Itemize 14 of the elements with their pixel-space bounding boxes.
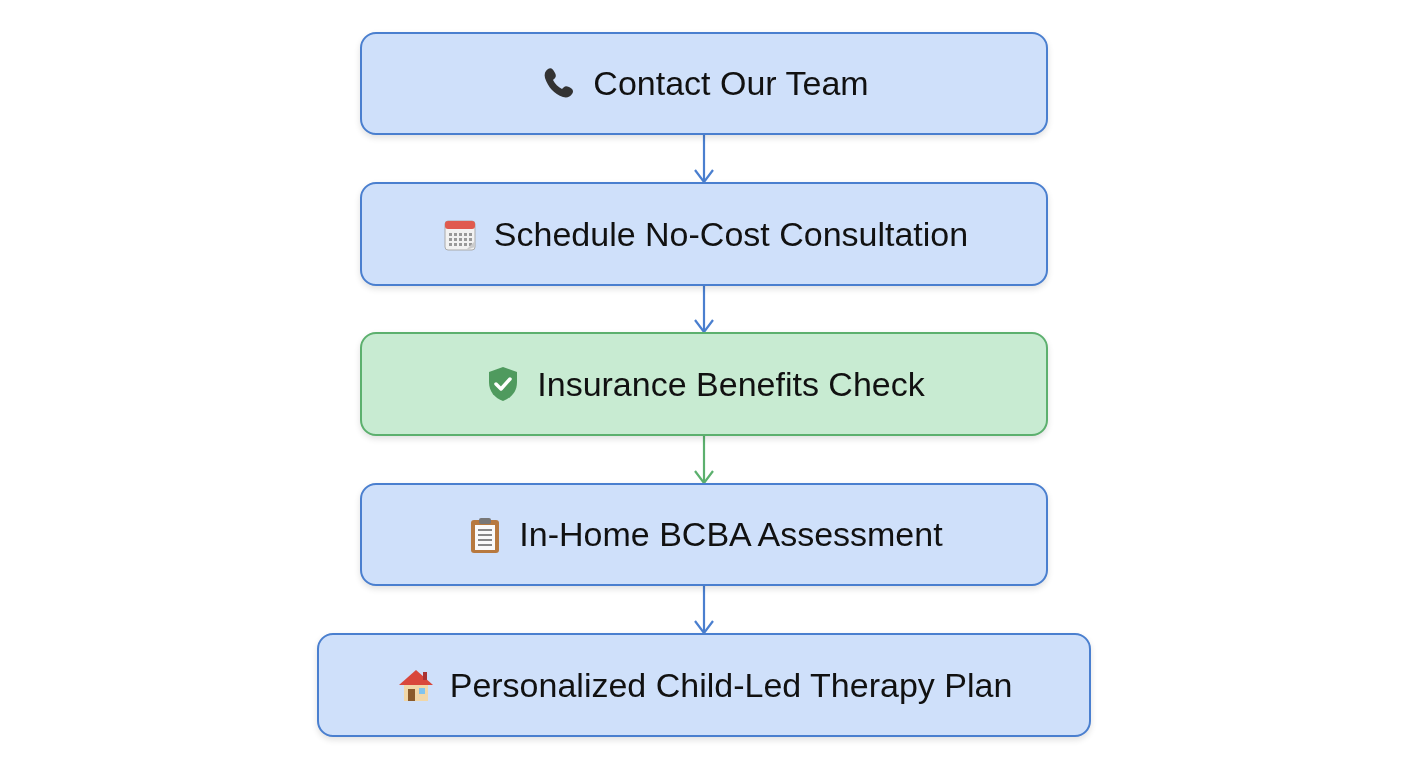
process-box (317, 633, 1091, 737)
step-label: Schedule No-Cost Consultation (493, 214, 969, 254)
process-box (360, 483, 1048, 586)
arrow (693, 286, 715, 334)
process-box (360, 332, 1048, 436)
process-box (360, 32, 1048, 135)
arrow (693, 436, 715, 485)
arrow (693, 135, 715, 184)
step-label: Personalized Child-Led Therapy Plan (449, 665, 1013, 705)
arrow (693, 586, 715, 635)
process-box (360, 182, 1048, 286)
step-label: Contact Our Team (593, 64, 869, 103)
step-label: In-Home BCBA Assessment (519, 515, 943, 554)
step-label: Insurance Benefits Check (537, 364, 925, 404)
